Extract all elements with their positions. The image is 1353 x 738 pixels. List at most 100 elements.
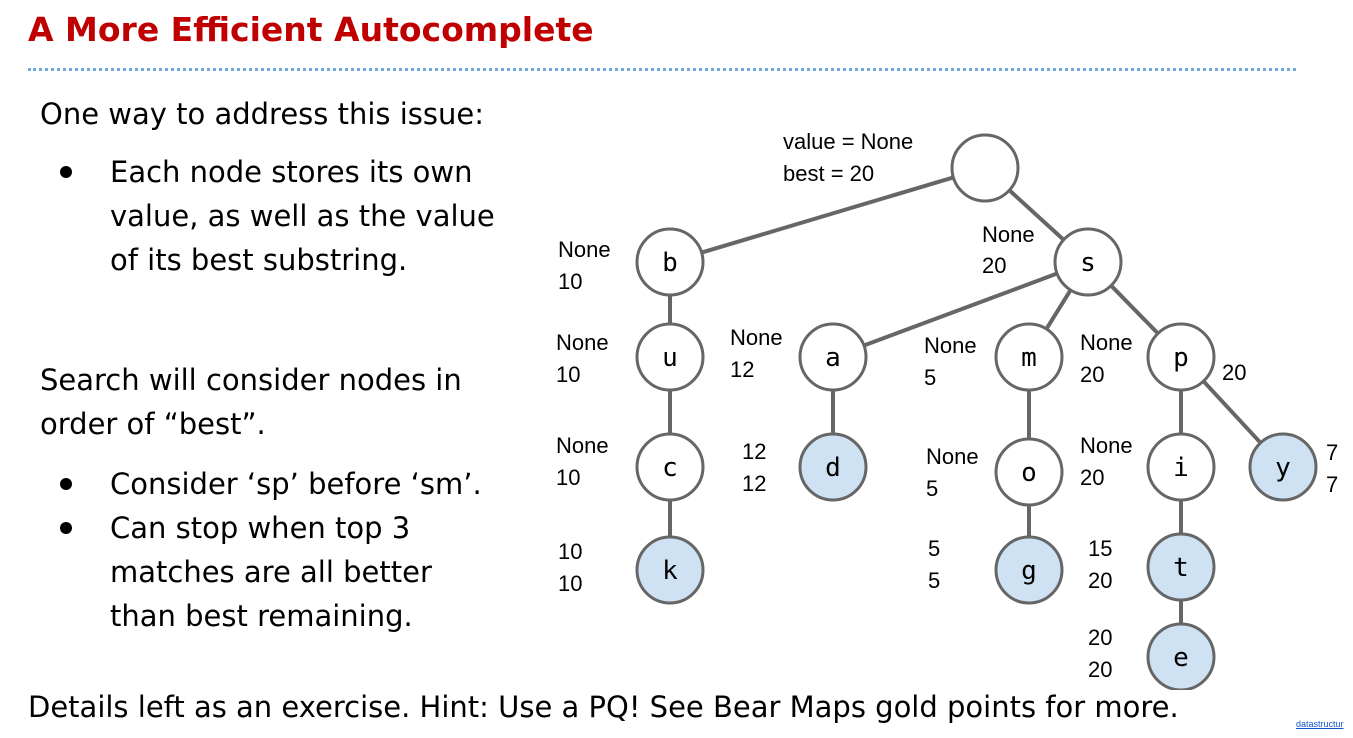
root-best-label: best = 20: [783, 161, 874, 186]
footer-text: Details left as an exercise. Hint: Use a…: [28, 690, 1179, 724]
trie-edge-root-s: [1008, 188, 1065, 242]
node-best-label: 12: [730, 357, 754, 382]
trie-diagram: b s u c k a d m o g p i t e y value = None best = 20 Non…: [556, 129, 1338, 690]
trie-node-b: b: [635, 227, 705, 297]
trie-node-letter: u: [662, 343, 678, 373]
trie-node-circle: [798, 322, 868, 392]
trie-node-circle: [798, 432, 868, 502]
trie-node-circle: [635, 535, 705, 605]
credit-link[interactable]: datastructur: [1296, 719, 1344, 729]
title-divider: [28, 68, 1296, 71]
node-value-label: None: [556, 330, 609, 355]
trie-node-letter: t: [1173, 553, 1189, 583]
trie-node-letter: s: [1080, 248, 1096, 278]
trie-node-letter: d: [825, 453, 841, 483]
trie-edges: [668, 175, 1263, 624]
search-line: Search will consider nodes in: [40, 363, 462, 397]
trie-nodes: b s u c k a d m o g p i t e y: [635, 133, 1318, 690]
root-value-label: value = None: [783, 129, 913, 154]
node-value-label: 5: [928, 536, 940, 561]
trie-node-circle: [994, 322, 1064, 392]
trie-node-g: g: [994, 535, 1064, 605]
trie-node-c: c: [635, 432, 705, 502]
node-value-label: None: [1080, 330, 1133, 355]
bullet-line: of its best substring.: [110, 243, 408, 277]
trie-node-e: e: [1146, 622, 1216, 690]
trie-node-circle: [635, 322, 705, 392]
trie-node-letter: p: [1173, 343, 1189, 373]
bullet-list-storage: Each node stores its own value, as well …: [40, 150, 495, 282]
trie-node-p: p: [1146, 322, 1216, 392]
trie-node-letter: a: [825, 343, 841, 373]
node-best-label: 7: [1326, 472, 1338, 497]
trie-node-k: k: [635, 535, 705, 605]
trie-node-circle: [1146, 622, 1216, 690]
trie-node-i: i: [1146, 432, 1216, 502]
trie-node-d: d: [798, 432, 868, 502]
node-best-label: 5: [924, 365, 936, 390]
trie-node-y: y: [1248, 432, 1318, 502]
search-text: Search will consider nodes in order of “…: [40, 358, 462, 446]
trie-node-u: u: [635, 322, 705, 392]
trie-edge-s-p: [1109, 284, 1160, 335]
trie-node-circle: [1146, 322, 1216, 392]
bullet-item: Each node stores its own value, as well …: [40, 150, 495, 282]
trie-node-letter: c: [662, 453, 678, 483]
node-value-label: None: [982, 222, 1035, 247]
node-value-label: None: [1080, 433, 1133, 458]
node-best-label: 20: [1080, 465, 1104, 490]
trie-node-root: [950, 133, 1020, 203]
bullet-line: Each node stores its own: [110, 155, 473, 189]
node-value-label: 7: [1326, 440, 1338, 465]
intro-text: One way to address this issue:: [40, 97, 485, 131]
node-best-label: 10: [556, 362, 580, 387]
trie-node-circle: [635, 432, 705, 502]
bullet-line: than best remaining.: [110, 599, 413, 633]
trie-edge-s-m: [1044, 288, 1073, 331]
trie-node-o: o: [994, 437, 1064, 507]
trie-node-letter: m: [1021, 343, 1037, 373]
node-value-label: None: [730, 325, 783, 350]
trie-node-s: s: [1053, 227, 1123, 297]
bullet-line: matches are all better: [110, 555, 432, 589]
trie-node-t: t: [1146, 532, 1216, 602]
node-best-label: 20: [1088, 568, 1112, 593]
node-best-label: 20: [982, 253, 1006, 278]
trie-node-m: m: [994, 322, 1064, 392]
trie-node-circle: [1053, 227, 1123, 297]
node-best-label: 10: [556, 465, 580, 490]
trie-node-letter: g: [1021, 556, 1037, 586]
trie-edge-root-b: [701, 175, 954, 255]
search-line: order of “best”.: [40, 407, 266, 441]
bullet-item: Can stop when top 3 matches are all bett…: [40, 506, 482, 638]
bullet-list-search: Consider ‘sp’ before ‘sm’. Can stop when…: [40, 462, 482, 638]
trie-node-letter: o: [1021, 458, 1037, 488]
node-best-label: 20: [1080, 362, 1104, 387]
node-value-label: 20: [1088, 625, 1112, 650]
edge-best-label: 20: [1222, 360, 1246, 385]
node-value-label: 15: [1088, 536, 1112, 561]
node-value-label: 10: [558, 539, 582, 564]
trie-node-letter: b: [662, 248, 678, 278]
node-best-label: 20: [1088, 657, 1112, 682]
trie-node-circle: [1146, 432, 1216, 502]
trie-node-circle: [950, 133, 1020, 203]
trie-edge-s-a: [863, 271, 1058, 348]
trie-edge-p-y: [1201, 379, 1263, 445]
trie-node-letter: y: [1275, 453, 1291, 483]
bullet-item: Consider ‘sp’ before ‘sm’.: [40, 462, 482, 506]
trie-node-circle: [1146, 532, 1216, 602]
node-best-label: 5: [926, 476, 938, 501]
node-value-label: None: [924, 333, 977, 358]
bullet-line: Can stop when top 3: [110, 511, 411, 545]
trie-node-letter: e: [1173, 643, 1189, 673]
trie-node-letter: i: [1173, 453, 1189, 483]
bullet-line: Consider ‘sp’ before ‘sm’.: [110, 467, 482, 501]
node-best-label: 10: [558, 269, 582, 294]
node-best-label: 10: [558, 571, 582, 596]
node-value-label: None: [558, 237, 611, 262]
trie-node-circle: [994, 437, 1064, 507]
bullet-line: value, as well as the value: [110, 199, 495, 233]
trie-node-circle: [1248, 432, 1318, 502]
